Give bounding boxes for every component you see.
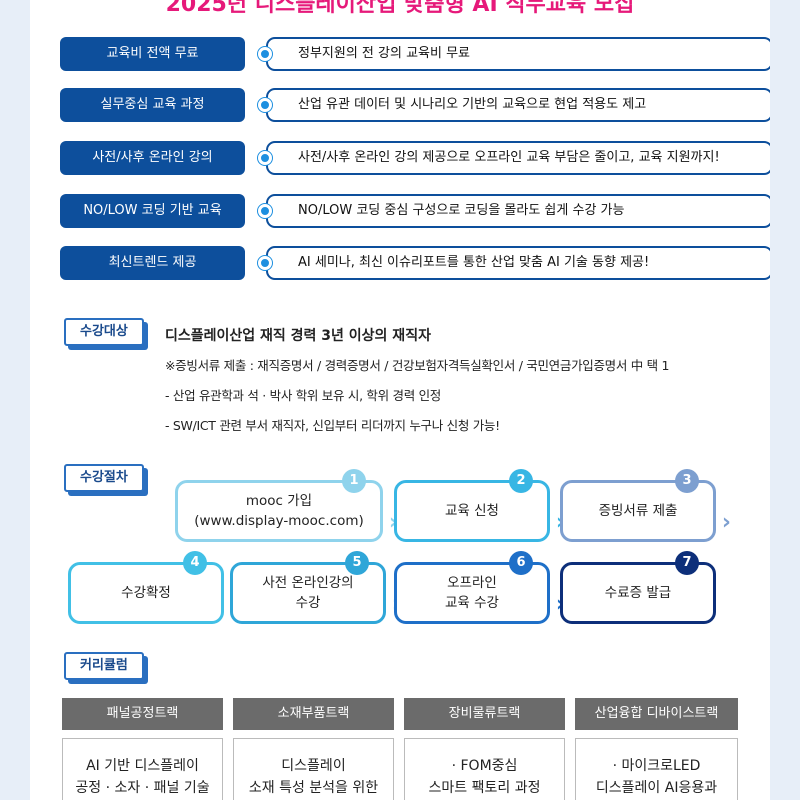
headline: 2025년 디스플레이산업 맞춤형 AI 직무교육 모집 bbox=[165, 0, 635, 17]
step-number: 2 bbox=[509, 469, 533, 493]
process-step: 3 증빙서류 제출 › bbox=[560, 469, 731, 542]
benefit-label: NO/LOW 코딩 기반 교육 bbox=[60, 194, 245, 228]
eligibility-line: ※증빙서류 제출 : 재직증명서 / 경력증명서 / 건강보험자격득실확인서 /… bbox=[165, 358, 670, 373]
benefit-row: 사전/사후 온라인 강의 사전/사후 온라인 강의 제공으로 오프라인 교육 부… bbox=[60, 141, 770, 175]
benefit-desc: 사전/사후 온라인 강의 제공으로 오프라인 교육 부담은 줄이고, 교육 지원… bbox=[266, 141, 770, 175]
step-text: 증빙서류 제출 bbox=[598, 503, 678, 519]
track-body: · 마이크로LED 디스플레이 AI응용과 bbox=[575, 738, 738, 800]
process-step: 7 수료증 발급 bbox=[560, 551, 716, 624]
step-number: 1 bbox=[342, 469, 366, 493]
arrow-right-icon: › bbox=[721, 510, 731, 535]
step-text: mooc 가입 (www.display-mooc.com) bbox=[194, 493, 364, 529]
step-text: 교육 신청 bbox=[445, 503, 499, 519]
step-text: 오프라인 교육 수강 bbox=[445, 575, 499, 611]
eligibility-line: - SW/ICT 관련 부서 재직자, 신입부터 리더까지 누구나 신청 가능! bbox=[165, 418, 500, 433]
eligibility-title: 디스플레이산업 재직 경력 3년 이상의 재직자 bbox=[165, 328, 431, 344]
connector-dot bbox=[258, 151, 272, 165]
track-body: 디스플레이 소재 특성 분석을 위한 bbox=[233, 738, 394, 800]
connector-dot bbox=[258, 98, 272, 112]
benefit-row: 최신트렌드 제공 AI 세미나, 최신 이슈리포트를 통한 산업 맞춤 AI 기… bbox=[60, 246, 770, 280]
poster: 2025년 디스플레이산업 맞춤형 AI 직무교육 모집 교육비 전액 무료 정… bbox=[30, 0, 770, 800]
benefit-label: 실무중심 교육 과정 bbox=[60, 88, 245, 122]
benefit-desc: AI 세미나, 최신 이슈리포트를 통한 산업 맞춤 AI 기술 동향 제공! bbox=[266, 246, 770, 280]
section-tag-curriculum: 커리큘럼 bbox=[64, 652, 144, 680]
track-header: 소재부품트랙 bbox=[233, 698, 394, 730]
process-step: 2 교육 신청 › bbox=[394, 469, 565, 542]
track-header: 장비물류트랙 bbox=[404, 698, 565, 730]
process-step: 6 오프라인 교육 수강 › bbox=[394, 551, 565, 624]
step-text: 사전 온라인강의 수강 bbox=[262, 575, 354, 611]
step-text: 수료증 발급 bbox=[604, 585, 672, 601]
section-tag-procedure: 수강절차 bbox=[64, 464, 144, 492]
section-tag-eligibility: 수강대상 bbox=[64, 318, 144, 346]
arrow-right-icon: › bbox=[389, 512, 398, 534]
step-number: 3 bbox=[675, 469, 699, 493]
benefit-row: NO/LOW 코딩 기반 교육 NO/LOW 코딩 중심 구성으로 코딩을 몰라… bbox=[60, 194, 770, 228]
track-header: 산업융합 디바이스트랙 bbox=[575, 698, 738, 730]
step-text: 수강확정 bbox=[121, 585, 171, 601]
step-number: 6 bbox=[509, 551, 533, 575]
benefit-row: 실무중심 교육 과정 산업 유관 데이터 및 시나리오 기반의 교육으로 현업 … bbox=[60, 88, 770, 122]
track-body: · FOM중심 스마트 팩토리 과정 bbox=[404, 738, 565, 800]
track-body: AI 기반 디스플레이 공정 · 소자 · 패널 기술 bbox=[62, 738, 223, 800]
step-number: 5 bbox=[345, 551, 369, 575]
step-number: 7 bbox=[675, 551, 699, 575]
track-header: 패널공정트랙 bbox=[62, 698, 223, 730]
connector-dot bbox=[258, 256, 272, 270]
step-number: 4 bbox=[183, 551, 207, 575]
benefit-label: 교육비 전액 무료 bbox=[60, 37, 245, 71]
benefit-desc: 정부지원의 전 강의 교육비 무료 bbox=[266, 37, 770, 71]
connector-dot bbox=[258, 47, 272, 61]
benefit-label: 사전/사후 온라인 강의 bbox=[60, 141, 245, 175]
benefit-label: 최신트렌드 제공 bbox=[60, 246, 245, 280]
benefit-desc: NO/LOW 코딩 중심 구성으로 코딩을 몰라도 쉽게 수강 가능 bbox=[266, 194, 770, 228]
process-step: 4 수강확정 › bbox=[68, 551, 239, 624]
eligibility-line: - 산업 유관학과 석 · 박사 학위 보유 시, 학위 경력 인정 bbox=[165, 388, 441, 403]
process-step: 1 mooc 가입 (www.display-mooc.com) › bbox=[175, 469, 398, 542]
process-step: 5 사전 온라인강의 수강 › bbox=[230, 551, 401, 624]
benefit-row: 교육비 전액 무료 정부지원의 전 강의 교육비 무료 bbox=[60, 37, 770, 71]
benefit-desc: 산업 유관 데이터 및 시나리오 기반의 교육으로 현업 적용도 제고 bbox=[266, 88, 770, 122]
connector-dot bbox=[258, 204, 272, 218]
